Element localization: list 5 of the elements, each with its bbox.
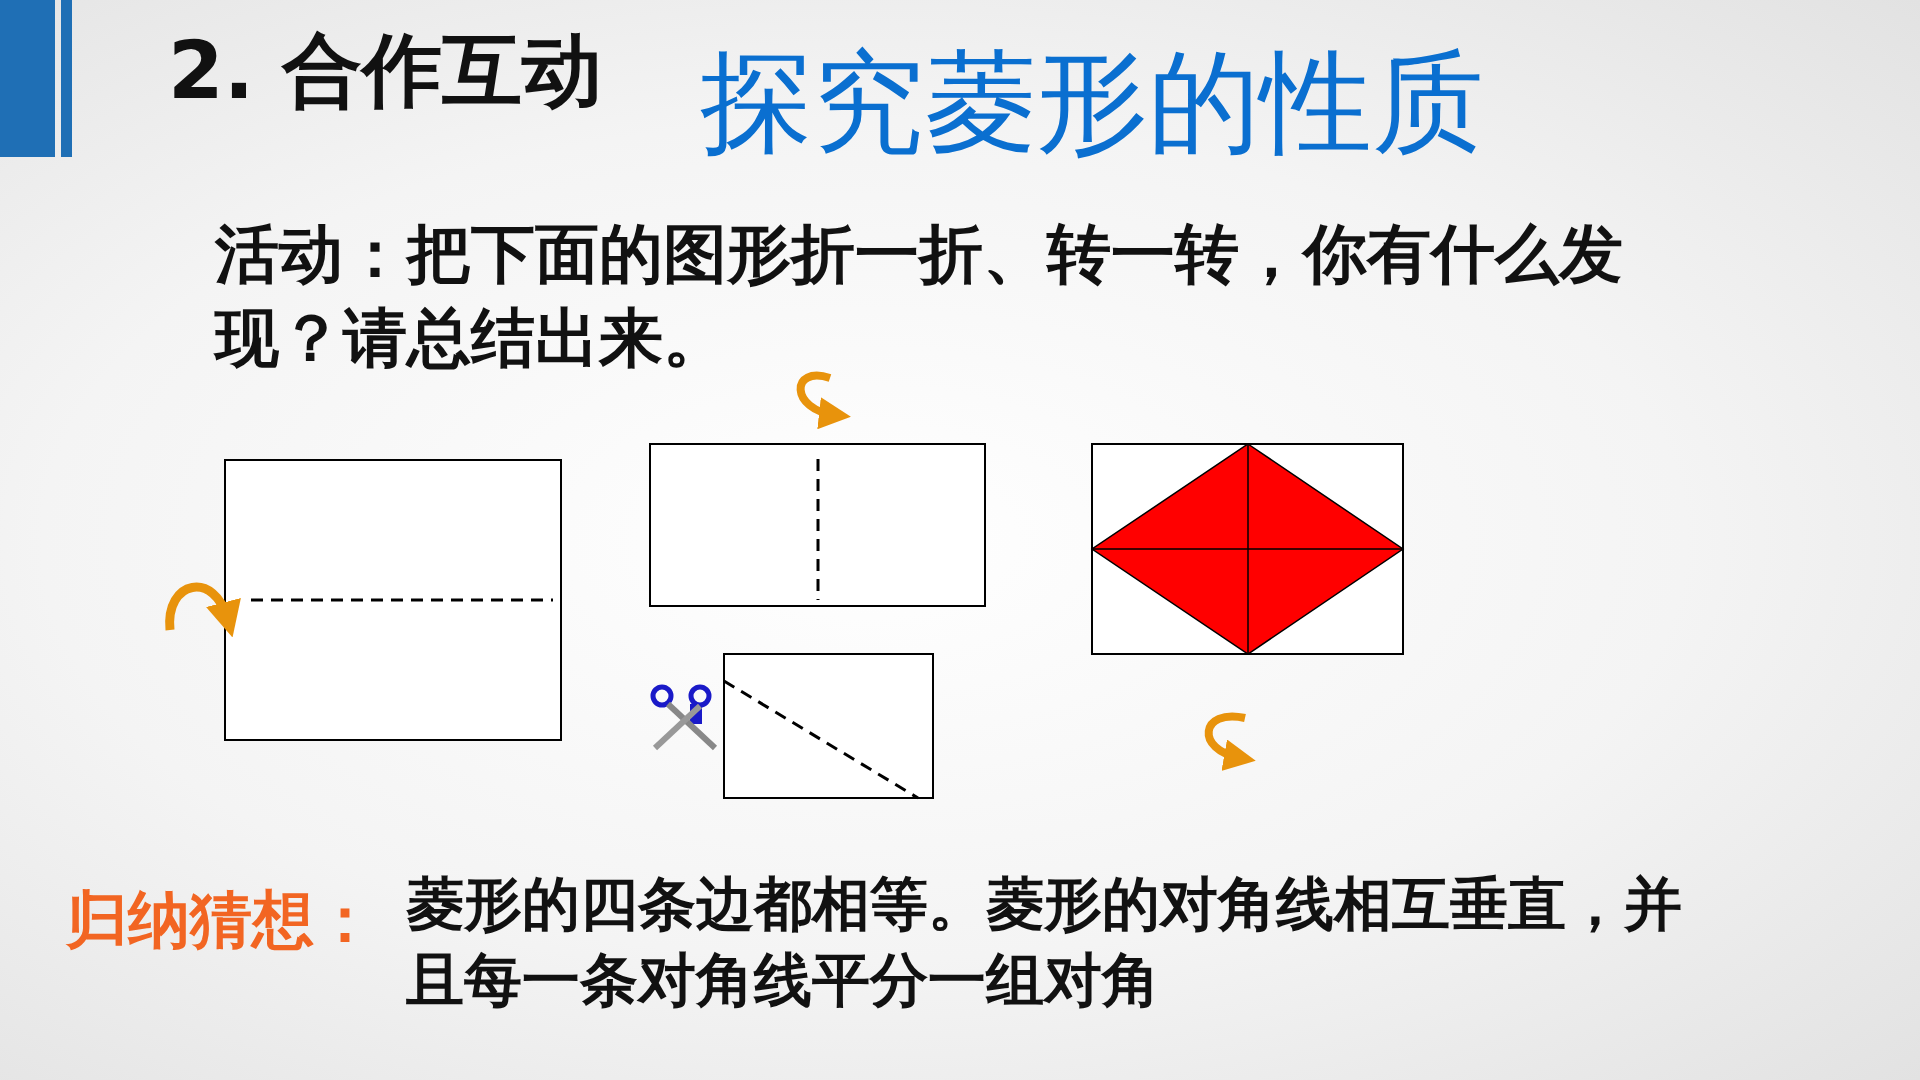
slide-title: 2. 合作互动 xyxy=(168,23,602,119)
conclusion-text: 菱形的四条边都相等。菱形的对角线相互垂直，并且每一条对角线平分一组对角 xyxy=(406,869,1683,1016)
activity-text: 活动：把下面的图形折一折、转一转，你有什么发现？请总结出来。 xyxy=(215,216,1624,377)
slide-heading: 探究菱形的性质 xyxy=(700,36,1484,169)
conclusion-heading: 归纳猜想： xyxy=(66,882,376,958)
